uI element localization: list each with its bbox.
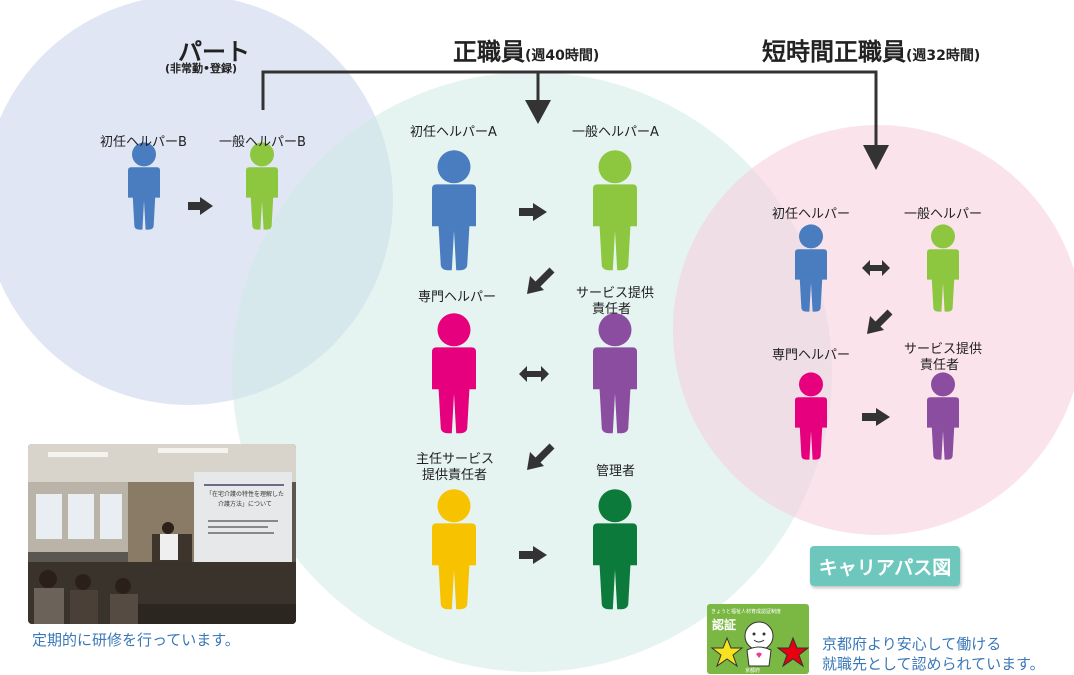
- svg-text:きょうと福祉人材育成認証制度: きょうと福祉人材育成認証制度: [711, 608, 781, 615]
- part-novice-label: 初任ヘルパーB: [100, 135, 187, 150]
- career-path-badge: キャリアパス図: [810, 546, 960, 586]
- st-provider-label-1: サービス提供: [904, 342, 983, 357]
- training-photo: 「在宅介護の特性を理解した 介護方法」について: [28, 444, 296, 624]
- yellow-star-icon: [710, 636, 744, 668]
- ft-manager-label: 管理者: [596, 464, 636, 479]
- st-specialist-label: 専門ヘルパー: [772, 348, 851, 363]
- st-general-label: 一般ヘルパー: [904, 207, 983, 222]
- fulltime-subtitle: (週40時間): [525, 48, 600, 64]
- shorttime-title: 短時間正職員(週32時間): [762, 38, 981, 66]
- right-arrow-icon: [519, 546, 547, 564]
- certification-logo: きょうと福祉人材育成認証制度 認証 京都府: [707, 604, 809, 674]
- connector-lines: [261, 70, 878, 145]
- st-provider-label-2: 責任者: [920, 358, 960, 373]
- ft-provider-label-1: サービス提供: [576, 286, 655, 301]
- right-arrow-icon: [519, 203, 547, 221]
- st-novice-label: 初任ヘルパー: [772, 207, 851, 222]
- diagonal-arrow-icon: [527, 443, 555, 470]
- ft-general-label: 一般ヘルパーA: [572, 125, 659, 140]
- ft-novice-label: 初任ヘルパーA: [410, 125, 497, 140]
- diagonal-arrow-icon: [867, 309, 893, 334]
- double-arrow-icon: [862, 260, 890, 276]
- part-general-label: 一般ヘルパーB: [219, 135, 306, 150]
- red-star-icon: [776, 636, 809, 668]
- ft-chief-label-2: 提供責任者: [422, 468, 488, 483]
- certification-text: 京都府より安心して働ける 就職先として認められています。: [822, 634, 1045, 674]
- photo-caption: 定期的に研修を行っています。: [32, 631, 240, 649]
- shorttime-subtitle: (週32時間): [906, 48, 981, 64]
- ft-chief-label-1: 主任サービス: [416, 452, 495, 467]
- down-arrow-shorttime: [863, 145, 889, 170]
- svg-text:認証: 認証: [712, 617, 736, 632]
- ft-provider-label-2: 責任者: [592, 302, 632, 317]
- part-title: パート: [178, 38, 250, 66]
- svg-text:京都府: 京都府: [745, 667, 760, 674]
- ft-specialist-label: 専門ヘルパー: [418, 290, 497, 305]
- down-arrow-fulltime: [525, 100, 551, 124]
- fulltime-title: 正職員(週40時間): [453, 38, 600, 66]
- slide-text-2: 介護方法」について: [218, 500, 272, 508]
- diagonal-arrow-icon: [527, 267, 555, 294]
- double-arrow-icon: [519, 366, 549, 382]
- right-arrow-icon: [862, 408, 890, 426]
- certification-text-line-2: 就職先として認められています。: [822, 655, 1045, 673]
- right-arrow-icon: [188, 197, 213, 215]
- slide-text-1: 「在宅介護の特性を理解した: [206, 490, 284, 498]
- certification-text-line-1: 京都府より安心して働ける: [822, 635, 1002, 653]
- part-subtitle: (非常勤•登録): [165, 62, 238, 75]
